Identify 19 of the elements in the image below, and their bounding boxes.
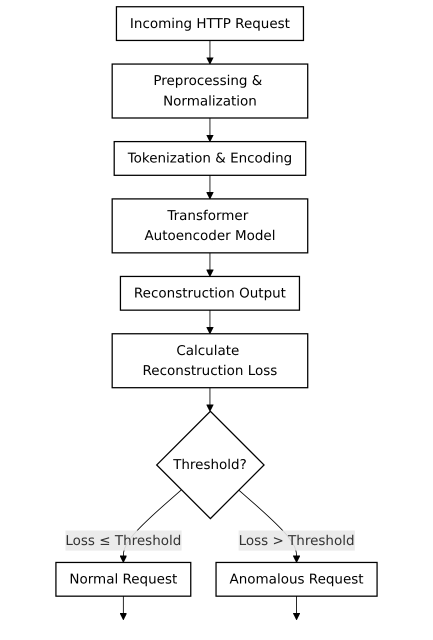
node-box: Tokenization & Encoding (114, 140, 306, 176)
arrow (206, 310, 214, 334)
node-box: Calculate Reconstruction Loss (112, 333, 308, 388)
edge-label: Loss ≤ Threshold (65, 532, 182, 548)
node-box: Preprocessing & Normalization (112, 63, 308, 119)
node-box: Transformer Autoencoder Model (112, 198, 308, 254)
arrow (120, 596, 128, 620)
node-box: Normal Request (55, 562, 192, 597)
arrow (292, 596, 300, 620)
node-box: Reconstruction Output (120, 276, 300, 311)
arrow (206, 40, 214, 64)
node-diamond: Threshold? (156, 410, 265, 520)
arrow (206, 252, 214, 277)
node-box: Anomalous Request (215, 562, 378, 597)
arrow (206, 118, 214, 142)
arrow (206, 387, 214, 412)
edge-label: Loss > Threshold (238, 532, 355, 548)
node-box: Incoming HTTP Request (116, 6, 304, 42)
arrow (206, 174, 214, 200)
